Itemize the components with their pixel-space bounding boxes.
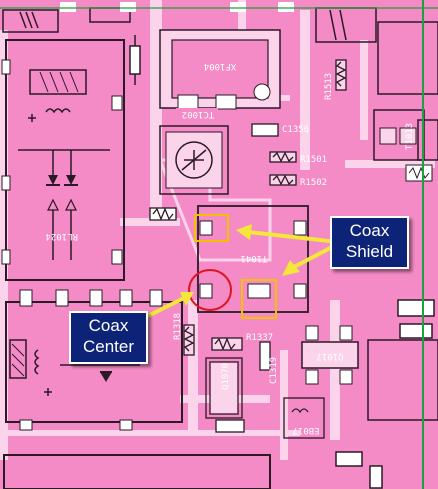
coax-center-callout: Coax Center — [69, 311, 148, 364]
top-components — [2, 7, 377, 43]
resistor-r1498 — [149, 207, 177, 221]
coax-shield-highlight-2 — [241, 279, 277, 319]
label-t1013: T1013 — [405, 123, 415, 150]
label-tc1002: TC1002 — [182, 109, 215, 119]
label-q1017: Q1017 — [316, 351, 343, 361]
label-r1337: R1337 — [246, 333, 273, 343]
coax-center-highlight — [188, 269, 232, 311]
label-r1318: R1318 — [173, 313, 183, 340]
coax-shield-highlight-1 — [194, 214, 229, 242]
label-r1501: R1501 — [300, 155, 327, 165]
lower-middle-components — [183, 324, 271, 433]
resistor-r1513 — [335, 59, 347, 91]
transistor-q1017: Q1017 — [301, 325, 359, 385]
label-xf1004: XF1004 — [204, 61, 237, 71]
trimmer-tc1002: TC1002 — [159, 108, 229, 195]
ferrite-eb017: EB017 — [283, 397, 325, 439]
resistor-group-r1501 — [251, 123, 297, 186]
label-r1502: R1502 — [300, 178, 327, 188]
copper-traces — [0, 0, 435, 460]
capacitor-c1552 — [129, 35, 141, 85]
coax-shield-callout: Coax Shield — [330, 216, 409, 269]
label-c1319: C1319 — [269, 357, 279, 384]
top-pads — [60, 2, 294, 12]
label-t1041: T1041 — [240, 253, 267, 263]
label-r1513: R1513 — [324, 73, 334, 100]
right-top-block — [377, 21, 438, 161]
label-q1070: Q1070 — [221, 363, 231, 390]
bottom-block — [3, 454, 271, 489]
relay-pads — [1, 59, 123, 265]
label-c1356: C1356 — [282, 125, 309, 135]
label-rl1024: RL1024 — [45, 231, 78, 241]
relay-rl1024: RL1024 — [5, 39, 125, 281]
label-eb017: EB017 — [292, 425, 319, 435]
crystal-xf1004: XF1004 — [159, 29, 281, 110]
lower-left-block — [5, 301, 183, 423]
bottom-row-pads — [19, 289, 163, 431]
